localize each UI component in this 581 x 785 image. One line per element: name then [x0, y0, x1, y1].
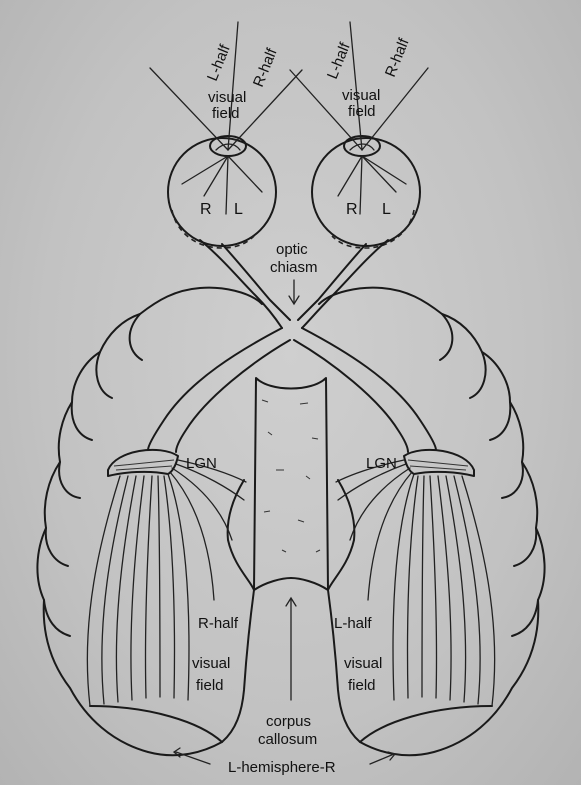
left-cortex-field-label-2: field — [196, 677, 224, 694]
right-lgn — [403, 448, 475, 477]
left-cortex-half-label: R-half — [198, 615, 239, 632]
right-eye — [311, 135, 421, 249]
right-field-lines — [289, 21, 429, 151]
left-eye-field-left-label: L-half — [204, 42, 234, 84]
chiasm-arrow — [288, 279, 300, 306]
optic-chiasm-label-1: optic — [276, 241, 308, 258]
right-cortex-field-label-2: field — [348, 677, 376, 694]
left-optic-radiations — [86, 459, 247, 707]
left-eye-field-right-label: R-half — [250, 45, 281, 89]
left-eye — [167, 135, 277, 249]
corpus-callosum — [253, 377, 329, 591]
optic-nerve-left-inner — [221, 243, 291, 321]
right-eye-field-left-label: L-half — [324, 40, 354, 82]
right-hemisphere-outline — [318, 286, 546, 757]
left-field-lines — [149, 21, 303, 151]
optic-nerve-right-inner — [297, 243, 367, 321]
hemisphere-right-arrow — [369, 751, 397, 765]
left-lgn — [107, 448, 179, 477]
right-eye-field-right-label: R-half — [382, 35, 413, 79]
left-gyri — [43, 313, 143, 637]
corpus-callosum-label-1: corpus — [266, 713, 311, 730]
left-eye-retina-right-label: L — [234, 201, 243, 218]
right-eye-retina-left-label: R — [346, 201, 358, 218]
left-cortex-field-label-1: visual — [192, 655, 230, 672]
hemisphere-left-arrow — [172, 747, 211, 765]
optic-chiasm-label-2: chiasm — [270, 259, 318, 276]
left-eye-retina-left-label: R — [200, 201, 212, 218]
left-cortex-inner — [89, 479, 255, 743]
optic-nerve-left-outer — [199, 239, 283, 329]
right-cortex-half-label: L-half — [334, 615, 372, 632]
right-optic-radiations — [335, 459, 496, 707]
corpus-callosum-label-2: callosum — [258, 731, 317, 748]
right-cortex-field-label-1: visual — [344, 655, 382, 672]
right-eye-field-label-1: visual — [342, 87, 380, 104]
right-lgn-label: LGN — [366, 455, 397, 472]
optic-nerve-right-outer — [301, 239, 389, 329]
optic-tract-right — [293, 327, 437, 453]
corpus-arrow — [285, 596, 297, 701]
right-gyri — [439, 313, 539, 637]
right-eye-field-label-2: field — [348, 103, 376, 120]
corpus-texture — [261, 399, 321, 553]
left-lgn-label: LGN — [186, 455, 217, 472]
left-hemisphere-outline — [36, 286, 263, 757]
right-cortex-inner — [327, 479, 493, 743]
left-eye-field-label-1: visual — [208, 89, 246, 106]
right-eye-retina-right-label: L — [382, 201, 391, 218]
left-eye-field-label-2: field — [212, 105, 240, 122]
hemisphere-label: L-hemisphere-R — [228, 759, 336, 776]
optic-tract-left — [147, 327, 291, 453]
